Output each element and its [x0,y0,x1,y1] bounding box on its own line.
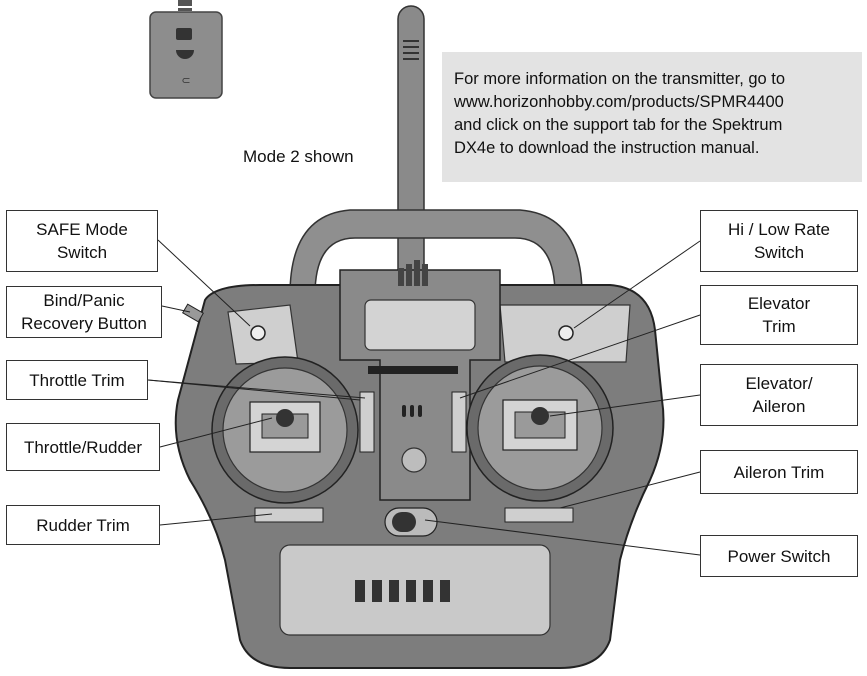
callout-line: Hi / Low Rate [727,220,831,239]
info-line: www.horizonhobby.com/products/SPMR4400 [454,93,784,111]
callout-line: Bind/Panic [43,291,125,310]
bind-panic-button-callout: Bind/Panic Recovery Button [6,286,162,338]
hi-low-rate-switch-callout: Hi / Low Rate Switch [700,210,858,272]
callout-line: Rudder Trim [36,515,130,535]
callout-line: Power Switch [727,546,831,566]
callout-line: Switch [56,243,108,262]
callout-line: Elevator/ [745,374,813,393]
elevator-aileron-callout: Elevator/ Aileron [700,364,858,426]
aileron-trim-callout: Aileron Trim [700,450,858,494]
info-box: For more information on the transmitter,… [442,52,862,182]
antenna [397,5,425,287]
elevator-trim-callout: Elevator Trim [700,285,858,345]
callout-line: Recovery Button [21,314,147,333]
callout-line: Aileron [752,397,806,416]
callout-line: Throttle/Rudder [23,437,143,457]
power-switch-callout: Power Switch [700,535,858,577]
callout-line: Throttle Trim [29,370,125,390]
callout-line: Switch [753,243,805,262]
info-line: DX4e to download the instruction manual. [454,139,760,157]
svg-text:⊂: ⊂ [181,74,190,87]
mode-label: Mode 2 shown [243,147,354,166]
callout-line: SAFE Mode [36,220,128,239]
callout-line: Trim [762,317,796,336]
info-line: and click on the support tab for the Spe… [454,116,783,134]
module-icon: ⊂ [149,0,223,99]
throttle-rudder-callout: Throttle/Rudder [6,423,160,471]
info-line: For more information on the transmitter,… [454,70,786,88]
callout-line: Aileron Trim [733,462,825,482]
safe-mode-switch-callout: SAFE Mode Switch [6,210,158,272]
leader-lines [147,239,701,556]
transmitter-body [174,260,665,669]
rudder-trim-callout: Rudder Trim [6,505,160,545]
throttle-trim-callout: Throttle Trim [6,360,148,400]
callout-line: Elevator [747,294,811,313]
